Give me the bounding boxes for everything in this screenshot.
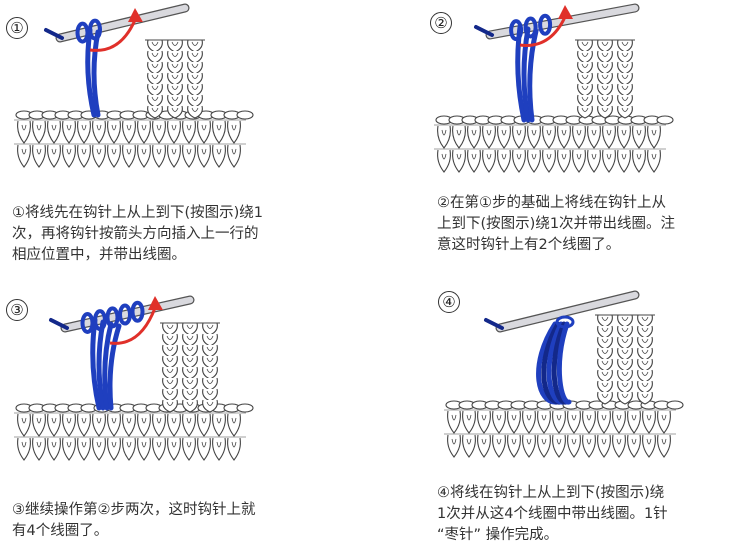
- yarn-loop-icon: [75, 18, 102, 118]
- step-2-caption: ②在第①步的基础上将线在钩针上从 上到下(按图示)绕1次并带出线圈。注 意这时钩…: [437, 195, 676, 253]
- yarn-loop-icon: [80, 300, 145, 411]
- direction-arrow-icon: [519, 5, 573, 47]
- step-2-number: ②: [430, 12, 452, 34]
- fabric-base: [444, 400, 684, 458]
- standing-stitches: [145, 39, 205, 119]
- step-4-number: ④: [438, 291, 460, 313]
- step-1-number: ①: [6, 17, 28, 39]
- step-1-caption: ①将线先在钩针上从上到下(按图示)绕1 次，再将钩针按箭头方向插入上一行的 相应…: [12, 205, 264, 263]
- standing-stitches: [595, 314, 655, 405]
- crochet-hook-icon: [49, 295, 195, 333]
- step-4-caption: ④将线在钩针上从上到下(按图示)绕 1次并从这4个线圈中带出线圈。1针 “枣针”…: [437, 485, 668, 543]
- bobble-stitch-icon: [536, 315, 575, 405]
- step-1-illustration: [14, 3, 254, 168]
- crochet-hook-icon: [44, 3, 190, 43]
- direction-arrow-icon: [109, 296, 163, 345]
- step-4-illustration: [444, 290, 684, 458]
- yarn-loop-icon: [509, 13, 553, 123]
- fabric-base: [14, 110, 254, 168]
- step-3-caption: ③继续操作第②步两次，这时钩针上就 有4个线圈了。: [12, 502, 256, 539]
- step-3-illustration: [14, 295, 254, 461]
- step-3-number: ③: [6, 299, 28, 321]
- step-2-illustration: [434, 3, 674, 173]
- standing-stitches: [160, 322, 220, 413]
- direction-arrow-icon: [89, 8, 143, 52]
- fabric-base: [434, 115, 674, 173]
- fabric-base: [14, 403, 254, 461]
- standing-stitches: [575, 39, 635, 119]
- crochet-hook-icon: [484, 290, 640, 333]
